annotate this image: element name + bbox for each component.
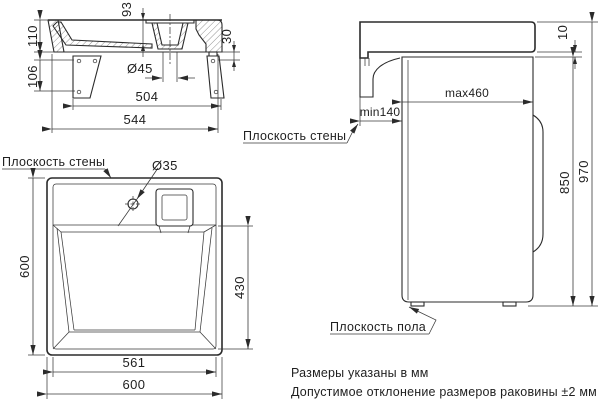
dim-bracket-holes: 106	[25, 50, 75, 92]
dim-106-label: 106	[25, 65, 40, 88]
side-view: 10 max460 min140 850 970 Плоскость стены	[243, 12, 598, 335]
sink-profile	[359, 21, 536, 59]
floor-plane-callout: Плоскость пола	[330, 306, 437, 335]
dim-tab-height: 30	[218, 29, 240, 71]
basin-corner-right	[203, 224, 217, 233]
dish-notch-right	[187, 225, 191, 234]
dish-notch-left	[158, 225, 162, 234]
dim-35-label: Ø35	[152, 158, 178, 173]
dim-600-bottom-label: 600	[123, 377, 146, 392]
washing-machine	[401, 56, 544, 307]
dim-430-label: 430	[232, 276, 247, 299]
wall-plane-callout: Плоскость стены	[243, 123, 359, 144]
wall-plane-label: Плоскость стены	[243, 129, 346, 143]
dim-600-left-label: 600	[17, 255, 32, 278]
dim-504-label: 504	[136, 89, 159, 104]
wall-bracket-profile	[359, 57, 401, 98]
wall-plane-label-top: Плоскость стены	[2, 155, 105, 169]
dim-max-depth: max460	[392, 86, 533, 105]
dim-min140-label: min140	[360, 105, 401, 119]
dim-basin-length: 430	[218, 216, 253, 350]
dim-min-clearance: min140	[350, 105, 402, 124]
dim-max460-label: max460	[445, 86, 489, 100]
dim-970-label: 970	[576, 160, 591, 183]
dim-30-label: 30	[219, 29, 234, 44]
dim-45-label: Ø45	[127, 61, 153, 76]
basin-floor-section	[52, 21, 153, 49]
machine-foot-left	[410, 301, 425, 307]
note-tolerance: Допустимое отклонение размеров раковины …	[291, 385, 597, 399]
dim-bracket-span: 504	[63, 89, 222, 110]
soap-dish	[155, 188, 194, 227]
notes-block: Размеры указаны в мм Допустимое отклонен…	[291, 366, 597, 399]
top-view: Ø35 Плоскость стены 600 430 561	[2, 155, 253, 399]
dim-drain-diameter: Ø45	[127, 52, 195, 82]
sink-inner-rim	[52, 183, 217, 350]
dim-machine-height: 850	[528, 47, 598, 307]
right-bracket	[206, 55, 225, 99]
dim-basin-depth: 93	[119, 2, 145, 57]
dim-inner-width: 561	[43, 355, 217, 377]
dim-561-label: 561	[123, 355, 146, 370]
dim-10-label: 10	[555, 25, 570, 40]
floor-plane-label: Плоскость пола	[330, 320, 426, 334]
dim-body-width: 544	[42, 54, 219, 133]
front-section-view: 93 110 106 30	[25, 2, 240, 133]
dim-sink-height: 110	[25, 10, 54, 53]
note-units: Размеры указаны в мм	[291, 366, 429, 380]
dim-93-label: 93	[119, 2, 134, 17]
wall-plane-callout-top: Плоскость стены	[2, 155, 112, 179]
dim-side-length: 600	[17, 168, 45, 356]
basin-slope-lines	[52, 227, 217, 350]
dim-total-height: 970	[537, 12, 598, 306]
door-handle-curve	[532, 114, 544, 253]
dim-gap: 10	[535, 25, 582, 69]
dim-110-label: 110	[25, 25, 40, 47]
dim-overall-width: 600	[37, 357, 223, 399]
dim-544-label: 544	[124, 112, 147, 127]
left-bracket	[72, 55, 102, 99]
dim-850-label: 850	[557, 171, 572, 194]
dim-tap-hole-diameter: Ø35	[117, 158, 178, 227]
machine-foot-right	[502, 301, 517, 307]
